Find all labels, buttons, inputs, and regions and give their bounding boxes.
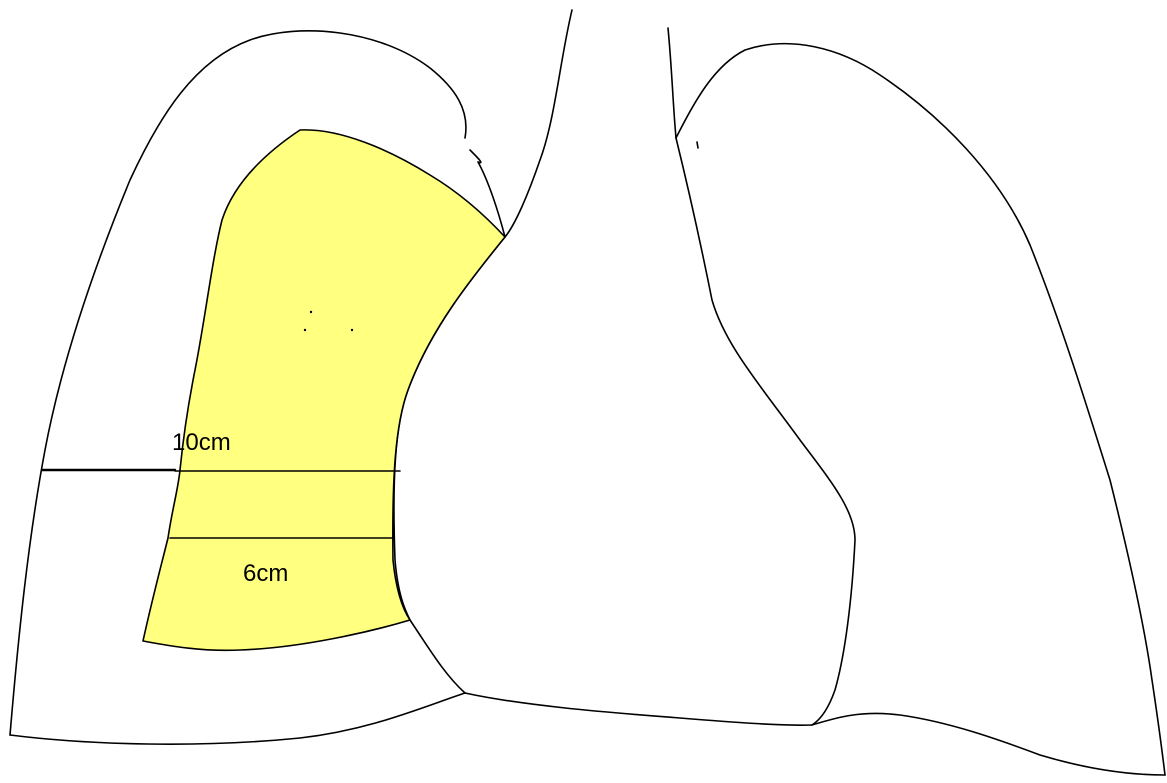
dot-mark: [351, 329, 353, 331]
right-lung-outer: [676, 44, 1165, 775]
right-lung-base: [812, 713, 1165, 775]
trachea-right-edge: [668, 28, 676, 138]
lesion-area: [143, 130, 505, 650]
dot-mark: [304, 329, 306, 331]
left-lung-base: [10, 693, 465, 744]
label-6cm: 6cm: [243, 560, 288, 587]
label-10cm: 10cm: [172, 429, 231, 456]
dot-mark: [310, 311, 312, 313]
heart-base: [465, 693, 812, 725]
trachea-left-edge: [505, 10, 572, 237]
right-mediastinal-border: [676, 138, 855, 725]
small-mark: [697, 142, 698, 148]
